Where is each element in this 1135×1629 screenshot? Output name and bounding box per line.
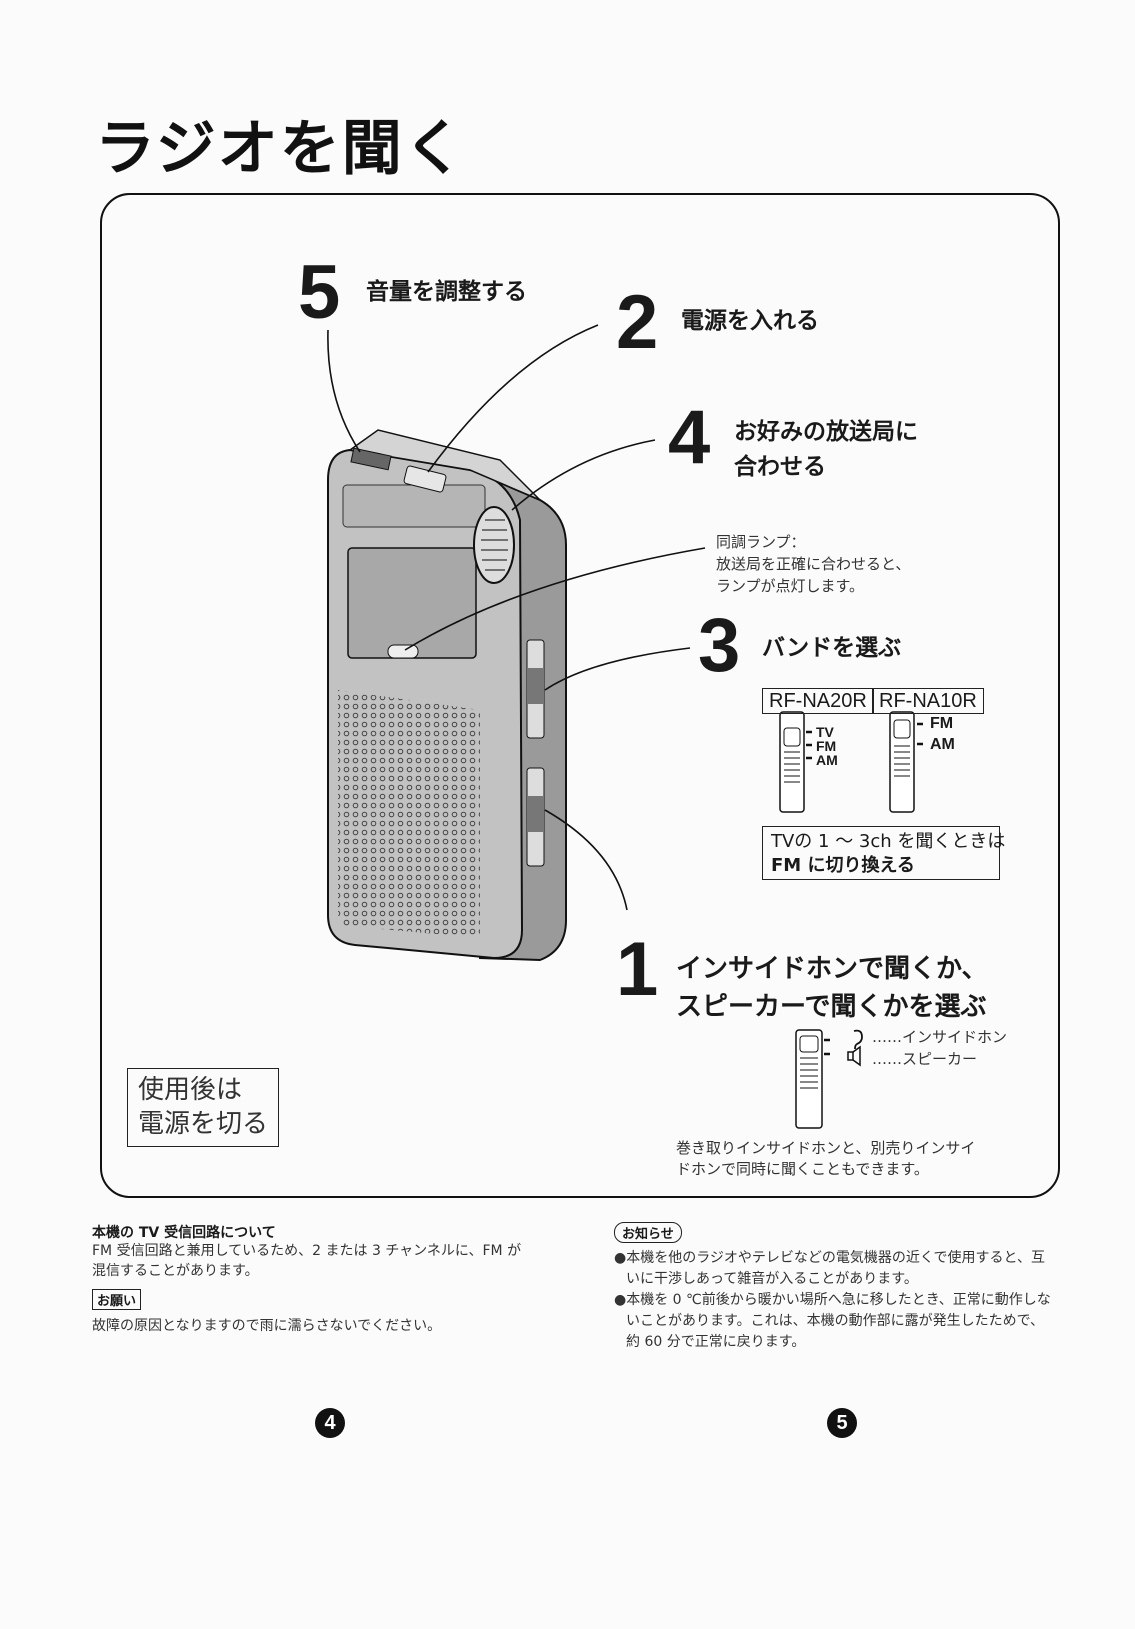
- step-1-label-line1: インサイドホンで聞くか、: [676, 954, 988, 984]
- request-badge: お願い: [92, 1289, 142, 1310]
- notice-bullet-2-line3: 約 60 分で正常に戻ります。: [626, 1334, 806, 1350]
- earphone-option: ……インサイドホン: [872, 1028, 1008, 1046]
- tuning-lamp-note-line1: 同調ランプ：: [716, 533, 806, 551]
- notice-bullet-1-line2: いに干渉しあって雑音が入ることがあります。: [626, 1271, 918, 1287]
- illustration-frame: [100, 193, 1060, 1198]
- page-number-left: 4: [315, 1408, 345, 1438]
- request-text: 故障の原因となりますので雨に濡らさないでください。: [92, 1318, 442, 1334]
- rf-na10r-switch: [889, 711, 923, 813]
- step-number-4: 4: [668, 395, 711, 480]
- notice-badge: お知らせ: [614, 1222, 682, 1243]
- tuning-dial: [473, 506, 515, 584]
- step-number-2: 2: [616, 280, 659, 365]
- tv-channel-note: TVの 1 ～ 3ch を聞くときは FM に切り換える: [762, 826, 1006, 880]
- notice-bullet-2-line2: いことがあります。これは、本機の動作部に露が発生したためで、: [626, 1313, 1045, 1329]
- model-rf-na20r: RF-NA20R: [762, 688, 874, 714]
- band-fm: FM: [930, 715, 954, 732]
- ear-icon: [853, 1029, 863, 1050]
- volume-wheel: [350, 447, 392, 471]
- after-use-line2: 電源を切る: [138, 1109, 269, 1139]
- power-switch: [403, 465, 447, 493]
- band-fm: FM: [816, 738, 837, 754]
- tuning-lamp: [387, 644, 419, 659]
- step-3-label: バンドを選ぶ: [762, 635, 902, 661]
- page-title: ラジオを聞く: [95, 114, 466, 184]
- step-number-1: 1: [616, 927, 659, 1012]
- speaker-grille: [338, 690, 480, 938]
- page-number-right: 5: [827, 1408, 857, 1438]
- after-use-line1: 使用後は: [138, 1075, 243, 1105]
- after-use-note: 使用後は 電源を切る: [127, 1068, 279, 1147]
- rf-na20r-switch: [779, 711, 812, 813]
- band-am: AM: [816, 752, 838, 768]
- tv-circuit-line1: FM 受信回路と兼用しているため、2 または 3 チャンネルに、FM が: [92, 1243, 522, 1259]
- step-4-label-line1: お好みの放送局に: [734, 419, 918, 445]
- step-number-5: 5: [298, 250, 341, 335]
- tv-note-line1: TVの 1 ～ 3ch を聞くときは: [771, 831, 1006, 852]
- output-switch-diagram: [795, 1029, 863, 1129]
- model-rf-na10r: RF-NA10R: [872, 688, 984, 714]
- tv-circuit-title: 本機の TV 受信回路について: [92, 1225, 276, 1241]
- tv-circuit-line2: 混信することがあります。: [92, 1263, 259, 1279]
- speaker-icon: [847, 1045, 861, 1067]
- speaker-option: ……スピーカー: [872, 1050, 978, 1068]
- step-1-label-line2: スピーカーで聞くかを選ぶ: [676, 992, 987, 1022]
- step-2-label: 電源を入れる: [681, 308, 819, 334]
- notice-bullet-2-line1: ●本機を 0 ℃前後から暖かい場所へ急に移したとき、正常に動作しな: [614, 1292, 1051, 1308]
- step-number-3: 3: [698, 603, 741, 688]
- band-tv: TV: [816, 724, 834, 740]
- tuning-lamp-note-line3: ランプが点灯します。: [716, 577, 865, 595]
- tuning-lamp-note-line2: 放送局を正確に合わせると、: [716, 555, 911, 573]
- tv-note-line2: FM に切り換える: [771, 855, 915, 876]
- notice-bullet-1-line1: ●本機を他のラジオやテレビなどの電気機器の近くで使用すると、互: [614, 1250, 1045, 1266]
- retract-note-line1: 巻き取りインサイドホンと、別売りインサイ: [676, 1139, 976, 1157]
- step-4-label-line2: 合わせる: [734, 454, 826, 480]
- retract-note-line2: ドホンで同時に聞くこともできます。: [676, 1160, 929, 1178]
- band-am: AM: [930, 736, 955, 753]
- step-5-label: 音量を調整する: [366, 279, 527, 305]
